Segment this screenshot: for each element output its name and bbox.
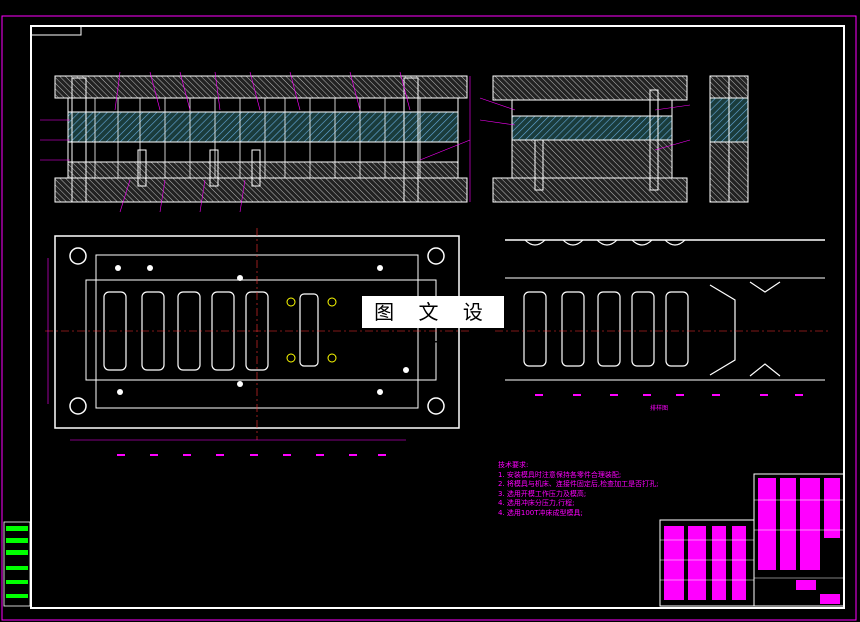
technical-notes: 技术要求: 1. 安装模具时注意保持各零件合理装配; 2. 将模具与机床、连接件… bbox=[498, 461, 659, 518]
end-section-view bbox=[709, 75, 749, 203]
left-binding-strip bbox=[3, 521, 31, 607]
notes-item: 1. 安装模具时注意保持各零件合理装配; bbox=[498, 470, 622, 479]
watermark-label: 图 文 设 计 bbox=[362, 296, 504, 356]
title-block bbox=[659, 473, 845, 607]
notes-item: 3. 选用开模工作压力及模高; bbox=[498, 489, 587, 498]
notes-title: 技术要求: bbox=[498, 461, 529, 469]
side-section-view bbox=[479, 75, 691, 203]
notes-item: 2. 将模具与机床、连接件固定后,检查加工是否打孔; bbox=[498, 480, 659, 488]
die-plan-view bbox=[45, 228, 470, 441]
corner-tag bbox=[30, 25, 82, 36]
inner-frame bbox=[30, 25, 845, 609]
front-section-view bbox=[40, 71, 471, 213]
outer-frame bbox=[1, 15, 857, 621]
strip-layout-label: 排样图 bbox=[650, 405, 669, 412]
strip-layout-view bbox=[495, 239, 830, 381]
notes-item: 4. 选用100T冲床成型模具; bbox=[498, 508, 583, 517]
notes-item: 4. 选用冲床分压力,行程; bbox=[498, 499, 575, 507]
